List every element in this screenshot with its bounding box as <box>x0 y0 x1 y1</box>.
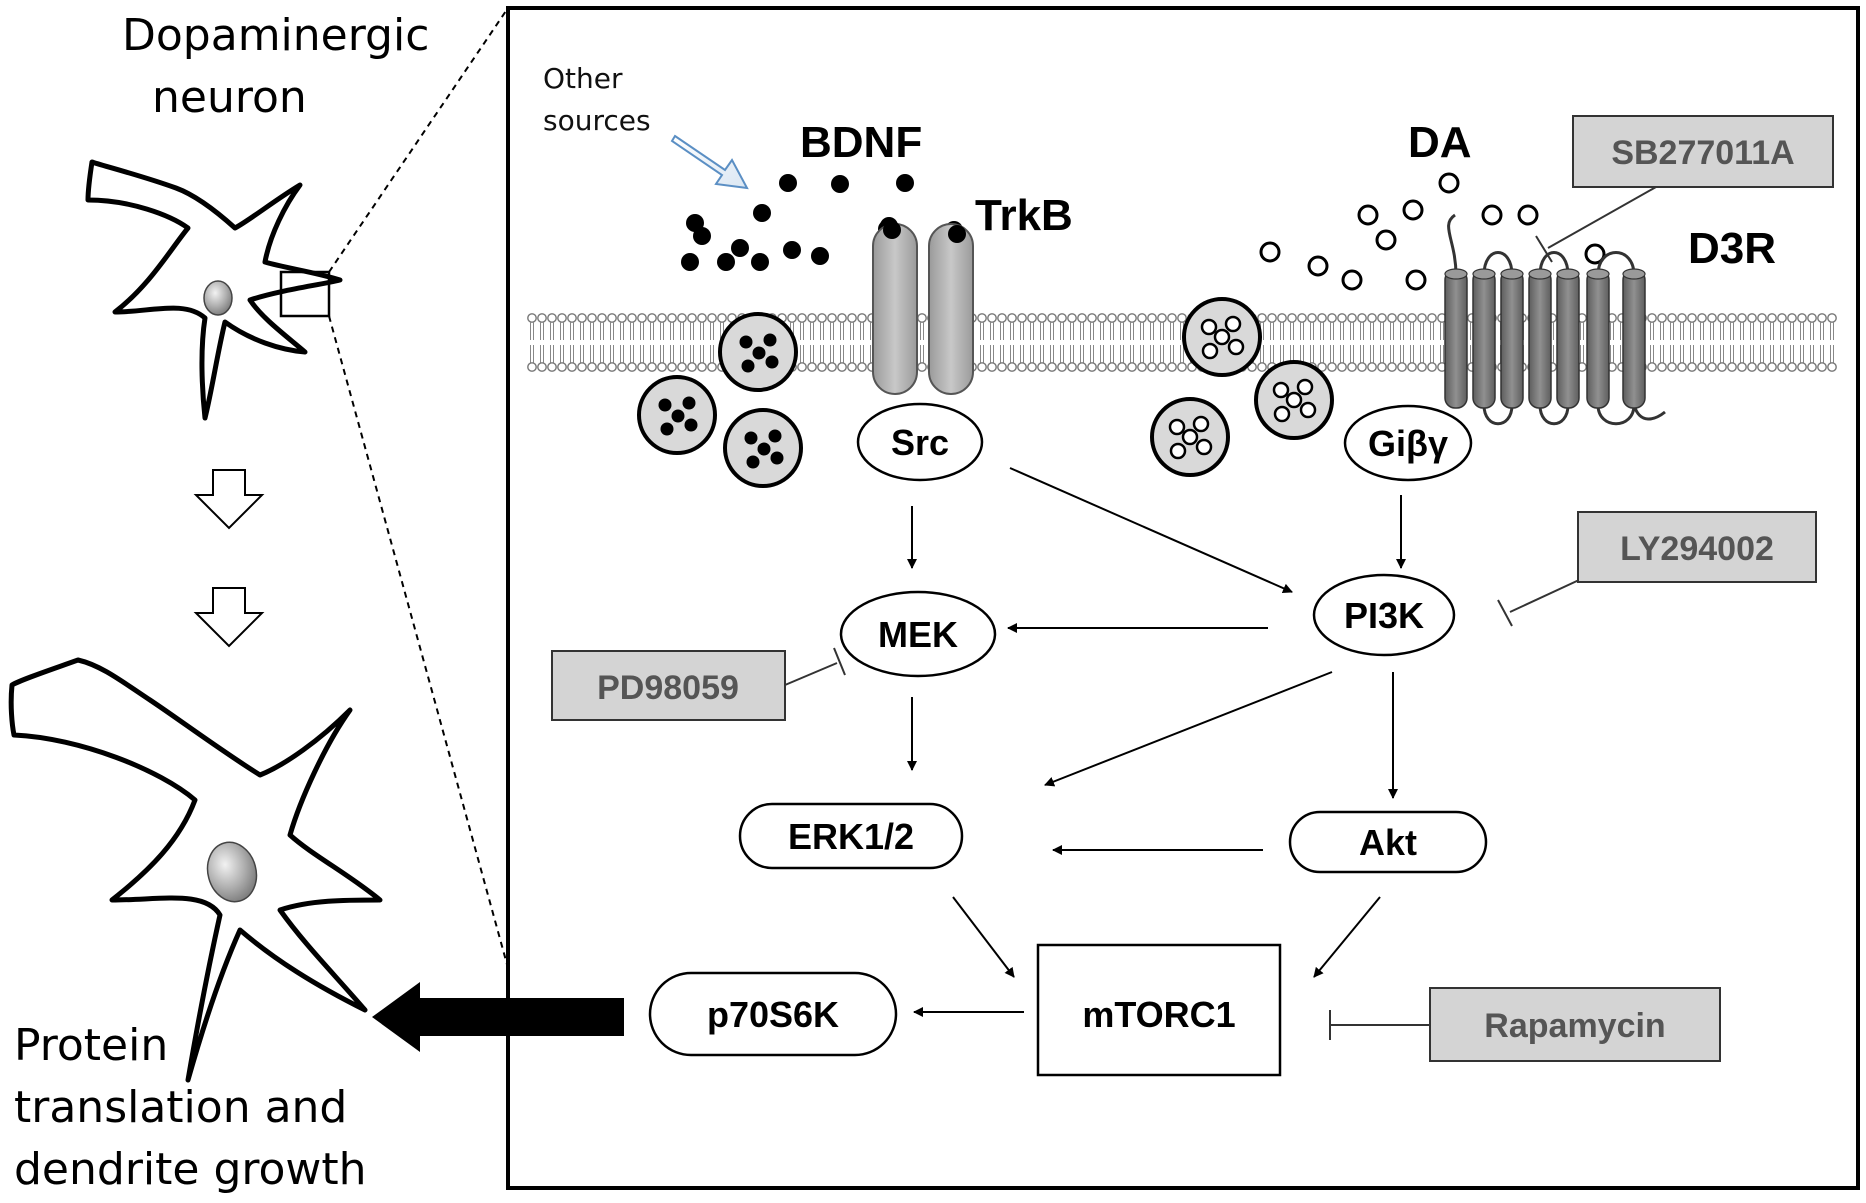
neuron-label-line2: neuron <box>152 72 307 123</box>
trkb-label: TrkB <box>975 191 1073 240</box>
node-gibg: Giβγ <box>1343 404 1473 482</box>
node-akt: Akt <box>1288 810 1488 874</box>
d3r-label: D3R <box>1688 224 1776 273</box>
inhibitor-sb277011a: SB277011A <box>1572 115 1834 188</box>
gibg-label: Giβγ <box>1368 423 1448 464</box>
mek-label: MEK <box>878 614 958 655</box>
hollow-arrow-icon <box>670 134 749 190</box>
pathway-arrows <box>907 467 1406 1017</box>
rapa-label: Rapamycin <box>1484 1007 1665 1045</box>
pathway-frame <box>506 6 1860 1190</box>
down-arrow-icon <box>193 587 265 648</box>
outcome-line3: dendrite growth <box>14 1144 367 1195</box>
down-arrow-icon <box>193 469 265 530</box>
large-neuron-icon <box>8 657 383 1083</box>
akt-label: Akt <box>1359 822 1417 863</box>
p70s6k-label: p70S6K <box>707 994 839 1035</box>
left-panel: Dopaminergic neuron Protein translation … <box>8 7 624 1195</box>
node-pi3k: PI3K <box>1312 573 1456 657</box>
inhibitor-pd98059: PD98059 <box>551 650 786 721</box>
inhibitor-ly294002: LY294002 <box>1577 511 1817 583</box>
da-label: DA <box>1408 118 1472 167</box>
neuron-label-line1: Dopaminergic <box>122 10 429 61</box>
output-arrow-icon <box>372 982 624 1052</box>
node-erk: ERK1/2 <box>738 802 964 870</box>
inhibition-lines <box>784 186 1657 1040</box>
node-p70s6k: p70S6K <box>648 971 898 1057</box>
node-src: Src <box>856 402 984 482</box>
outcome-line2: translation and <box>14 1082 347 1133</box>
ly-label: LY294002 <box>1620 530 1774 568</box>
zoom-line-bottom <box>328 315 509 969</box>
pi3k-label: PI3K <box>1344 595 1424 636</box>
pd-label: PD98059 <box>597 669 739 707</box>
zoom-line-top <box>328 7 509 273</box>
small-neuron-icon <box>85 159 343 421</box>
src-label: Src <box>891 422 949 463</box>
mtorc1-label: mTORC1 <box>1082 994 1235 1035</box>
dopamine-molecules <box>1259 172 1606 291</box>
other-sources-label-line2: sources <box>543 104 651 137</box>
trkb-receptor <box>872 221 974 395</box>
vesicles <box>637 297 1334 488</box>
other-sources-label-line1: Other <box>543 62 623 95</box>
node-mek: MEK <box>839 590 997 678</box>
erk-label: ERK1/2 <box>788 816 914 857</box>
bdnf-label: BDNF <box>800 118 922 167</box>
node-mtorc1: mTORC1 <box>1036 943 1282 1077</box>
zoom-box <box>279 270 331 318</box>
outcome-line1: Protein <box>14 1020 168 1071</box>
sb-label: SB277011A <box>1611 134 1794 172</box>
d3r-receptor <box>1444 213 1666 426</box>
bdnf-molecules <box>681 174 963 271</box>
inhibitor-rapamycin: Rapamycin <box>1429 987 1721 1062</box>
